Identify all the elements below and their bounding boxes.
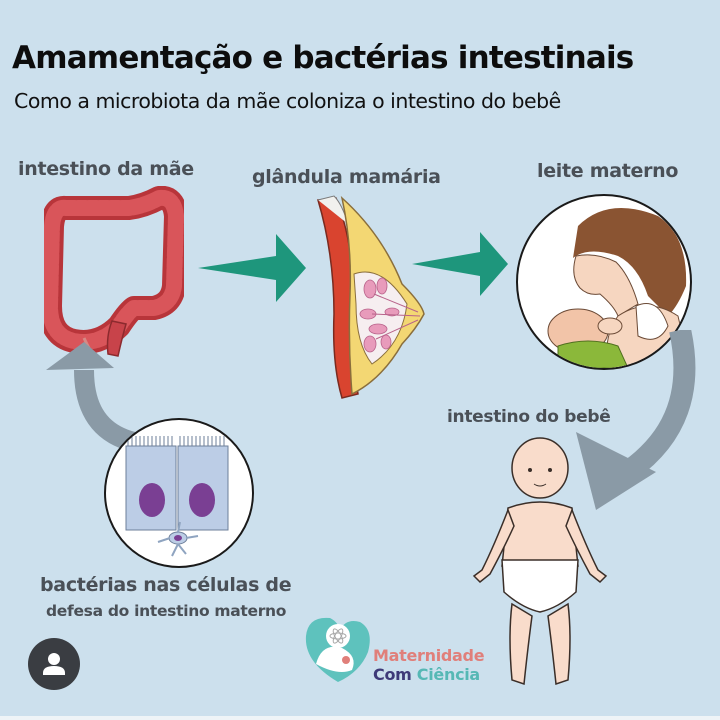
page-subtitle: Como a microbiota da mãe coloniza o inte…: [14, 89, 561, 113]
mother-breastfeeding-illustration: [516, 194, 692, 370]
baby-illustration: [472, 437, 608, 686]
brand-logo-icon: [305, 617, 370, 682]
epithelial-cells-icon: [125, 436, 229, 557]
label-defense-cells-line1: bactérias nas células de: [40, 574, 292, 596]
brand-name-line1: Maternidade: [373, 646, 485, 665]
label-mom-gut: intestino da mãe: [18, 158, 194, 180]
user-avatar-button[interactable]: [28, 638, 80, 690]
large-intestine-icon: [44, 186, 184, 357]
label-baby-gut: intestino do bebê: [447, 407, 611, 427]
brand-name-ciencia: Ciência: [416, 665, 480, 684]
mammary-gland-icon: [317, 195, 425, 399]
page-title: Amamentação e bactérias intestinais: [12, 40, 634, 76]
arrow-right-icon: [198, 234, 306, 302]
label-breast-milk: leite materno: [537, 160, 679, 182]
brand-name-com: Com: [373, 665, 412, 684]
label-defense-cells-line2: defesa do intestino materno: [46, 602, 287, 620]
arrow-right-icon: [412, 232, 508, 296]
user-avatar-icon: [43, 653, 65, 675]
bottom-divider: [0, 716, 720, 720]
curved-arrow-up-icon: [46, 342, 137, 450]
curved-arrow-down-icon: [576, 330, 696, 510]
label-mammary-gland: glândula mamária: [252, 166, 441, 188]
brand-name-line2: Com Ciência: [373, 665, 480, 684]
defense-cells-illustration: [104, 418, 254, 568]
